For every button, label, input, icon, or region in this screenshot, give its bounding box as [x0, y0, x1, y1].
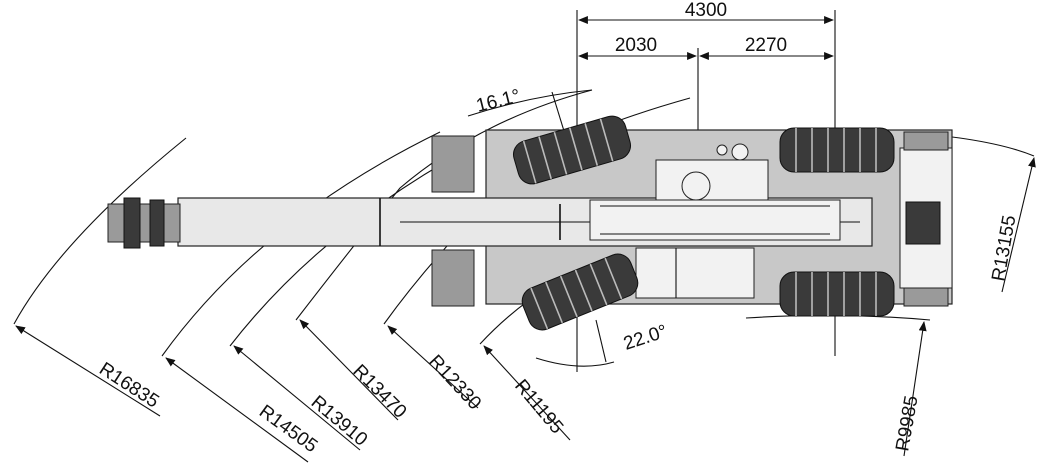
- dimension-4300: 4300: [685, 0, 727, 21]
- dimension-2270: 2270: [745, 35, 787, 56]
- radius-leaders: [15, 91, 1036, 463]
- rear-tire-treads: [795, 128, 877, 316]
- radius-r13470: R13470: [348, 361, 410, 423]
- steer-angle-inner: 22.0°: [621, 321, 670, 355]
- radius-r9985: R9985: [892, 394, 922, 453]
- radius-r11195: R11195: [510, 376, 567, 438]
- dimension-2030: 2030: [615, 35, 657, 56]
- radius-r12330: R12330: [424, 351, 485, 414]
- radius-r13155: R13155: [988, 214, 1020, 283]
- crane-top-view: [107, 115, 953, 331]
- radius-r16835: R16835: [95, 359, 162, 413]
- steer-angle-outer: 16.1°: [474, 86, 522, 117]
